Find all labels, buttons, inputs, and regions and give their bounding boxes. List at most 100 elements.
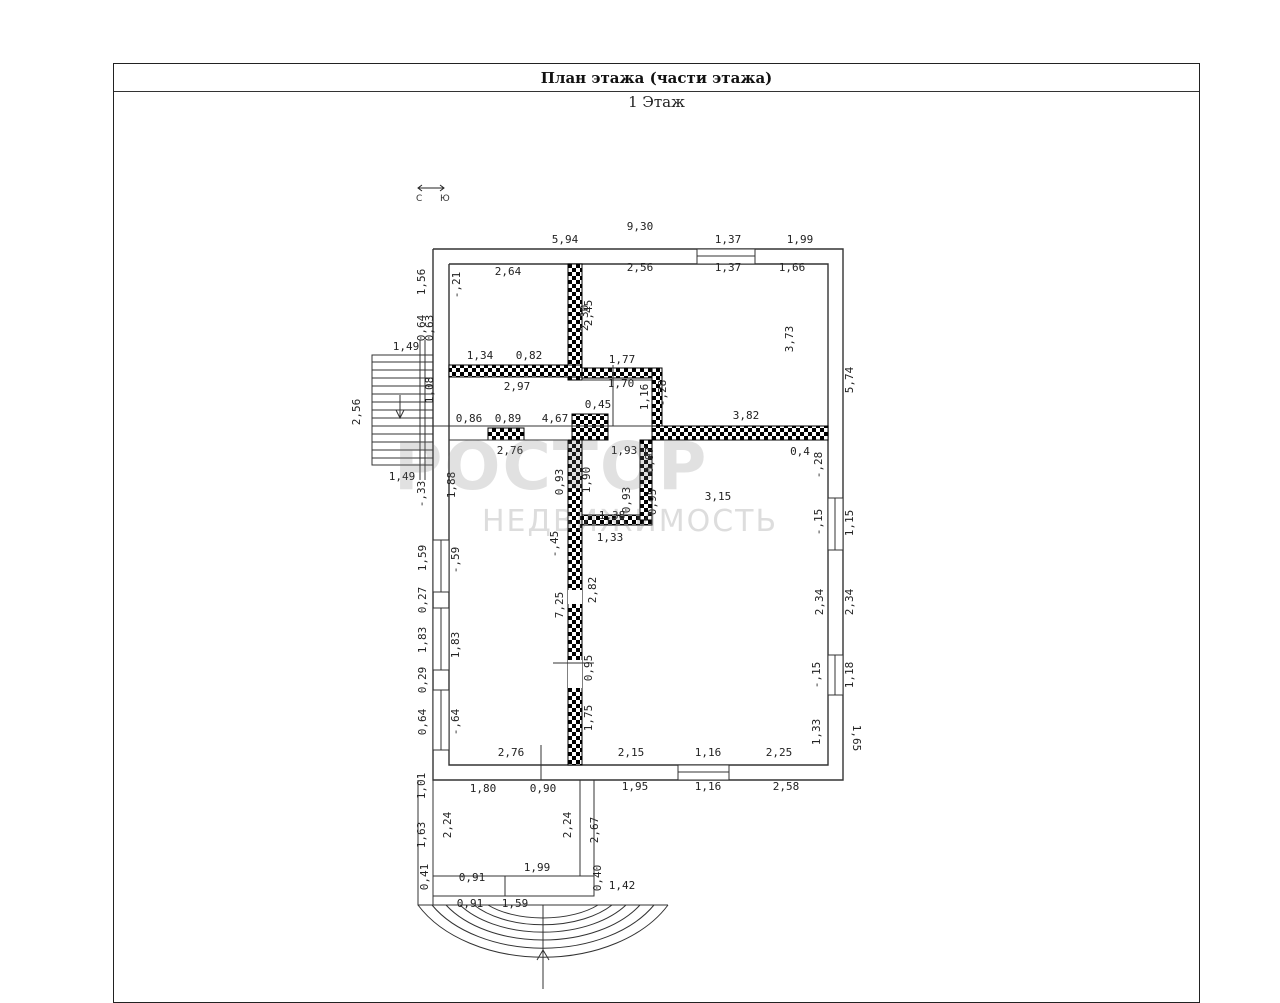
dimension-label: 1,16	[695, 746, 722, 759]
dimension-label: -,33	[415, 481, 428, 508]
dimension-label: -,15	[812, 509, 825, 536]
dimension-label: 1,16	[638, 384, 651, 411]
dimension-label: -,59	[449, 547, 462, 574]
dimension-label: 1,95	[622, 780, 649, 793]
stair-arrow	[395, 395, 405, 420]
dimension-label: 1,83	[416, 627, 429, 654]
dimension-labels: 9,30 5,94 1,37 1,99 2,64 2,56 1,37 1,66 1,56 0,63…	[350, 220, 863, 910]
dimension-label: 1,70	[608, 377, 635, 390]
dimension-label: 1,49	[389, 470, 416, 483]
dimension-label: 1,01	[415, 773, 428, 800]
dimension-label: 2,24	[561, 811, 574, 838]
dimension-label: 1,16	[695, 780, 722, 793]
dimension-label: 1,99	[524, 861, 551, 874]
dimension-label: 1,93	[611, 444, 638, 457]
dimension-label: 1,59	[416, 545, 429, 572]
dimension-label: 1,83	[449, 632, 462, 659]
dimension-label: 1,34	[467, 349, 494, 362]
dimension-label: 2,58	[773, 780, 800, 793]
dimension-label: 2,67	[588, 817, 601, 844]
dimension-label: 0,82	[516, 349, 543, 362]
dimension-label: 1,37	[715, 261, 742, 274]
dimension-label: 3,15	[705, 490, 732, 503]
dimension-label: 1,33	[810, 719, 823, 746]
dimension-label: -,28	[812, 452, 825, 479]
dimension-label: 2,76	[497, 444, 524, 457]
dimension-label: 0,86	[456, 412, 483, 425]
dimension-label: 1,65	[850, 725, 863, 752]
dimension-label: 0,97	[643, 447, 656, 474]
dimension-label: 5,74	[843, 366, 856, 393]
dimension-label: 2,30	[578, 305, 591, 332]
west-stair	[371, 340, 434, 480]
dimension-label: 1,63	[415, 822, 428, 849]
dimension-label: 7,25	[553, 592, 566, 619]
dimension-label: 1,18	[843, 662, 856, 689]
compass-west: С	[416, 194, 423, 204]
dimension-label: 1,33	[597, 531, 624, 544]
dimension-label: -,28	[656, 380, 669, 407]
plan-title: План этажа (части этажа)	[114, 64, 1199, 92]
dimension-label: 1,37	[715, 233, 742, 246]
compass-east: Ю	[440, 194, 450, 204]
dimension-label: 1,49	[393, 340, 420, 353]
porch	[417, 780, 669, 989]
dimension-label: 0,4	[790, 445, 810, 458]
dimension-label: 0,27	[416, 587, 429, 614]
dimension-label: 2,82	[586, 577, 599, 604]
dimension-label: 2,45	[582, 300, 595, 327]
dimension-label: 1,88	[445, 472, 458, 499]
dimension-label: 0,89	[495, 412, 522, 425]
partitions	[433, 365, 652, 780]
door-gaps	[568, 590, 582, 688]
dimension-label: 0,95	[646, 489, 659, 516]
dimension-label: 1,59	[502, 897, 529, 910]
floor-label: 1 Этаж	[628, 93, 685, 111]
dimension-label: -,64	[449, 708, 462, 735]
dimension-label: 0,91	[457, 897, 484, 910]
dimension-label: 0,64	[416, 708, 429, 735]
dimension-label: 0,90	[530, 782, 557, 795]
dimension-label: 0,93	[620, 487, 633, 514]
dimension-label: 2,34	[843, 588, 856, 615]
dimension-label: 0,63	[423, 315, 436, 342]
dimension-label: 0,40	[591, 865, 604, 892]
dimension-label: 0,41	[418, 864, 431, 891]
dimension-label: 3,73	[783, 326, 796, 353]
dimension-label: 3,82	[733, 409, 760, 422]
dimension-label: 1,08	[423, 377, 436, 404]
dimension-label: 2,97	[504, 380, 531, 393]
dimension-label: 1,15	[843, 510, 856, 537]
dimension-label: -,21	[450, 272, 463, 299]
dimension-label: 1,90	[580, 467, 593, 494]
dimension-label: 9,30	[627, 220, 654, 233]
dimension-label: 0,45	[585, 398, 612, 411]
windows	[432, 248, 844, 781]
dimension-label: -,15	[810, 662, 823, 689]
interior-walls	[448, 263, 829, 766]
dimension-label: 0,93	[553, 469, 566, 496]
dimension-label: 0,29	[416, 667, 429, 694]
dimension-label: 0,95	[582, 655, 595, 682]
dimension-label: 2,34	[813, 588, 826, 615]
dimension-label: 2,56	[350, 399, 363, 426]
dimension-label: 1,66	[779, 261, 806, 274]
dimension-label: -,45	[548, 531, 561, 558]
dimension-label: 0,91	[459, 871, 486, 884]
dimension-label: 1,42	[609, 879, 636, 892]
dimension-label: 5,94	[552, 233, 579, 246]
dimension-label: 4,67	[542, 412, 569, 425]
dimension-label: 2,76	[498, 746, 525, 759]
dimension-label: 1,77	[609, 353, 636, 366]
dimension-label: 2,24	[441, 811, 454, 838]
dimension-label: 1,99	[787, 233, 814, 246]
dimension-label: 0,64	[415, 314, 428, 341]
dimension-label: 1,75	[582, 705, 595, 732]
dimension-label: 1,56	[415, 269, 428, 296]
dimension-label: 2,15	[618, 746, 645, 759]
dimension-label: 2,64	[495, 265, 522, 278]
compass-arrow-icon	[417, 184, 445, 192]
dimension-label: 2,56	[627, 261, 654, 274]
dimension-label: 1,80	[470, 782, 497, 795]
